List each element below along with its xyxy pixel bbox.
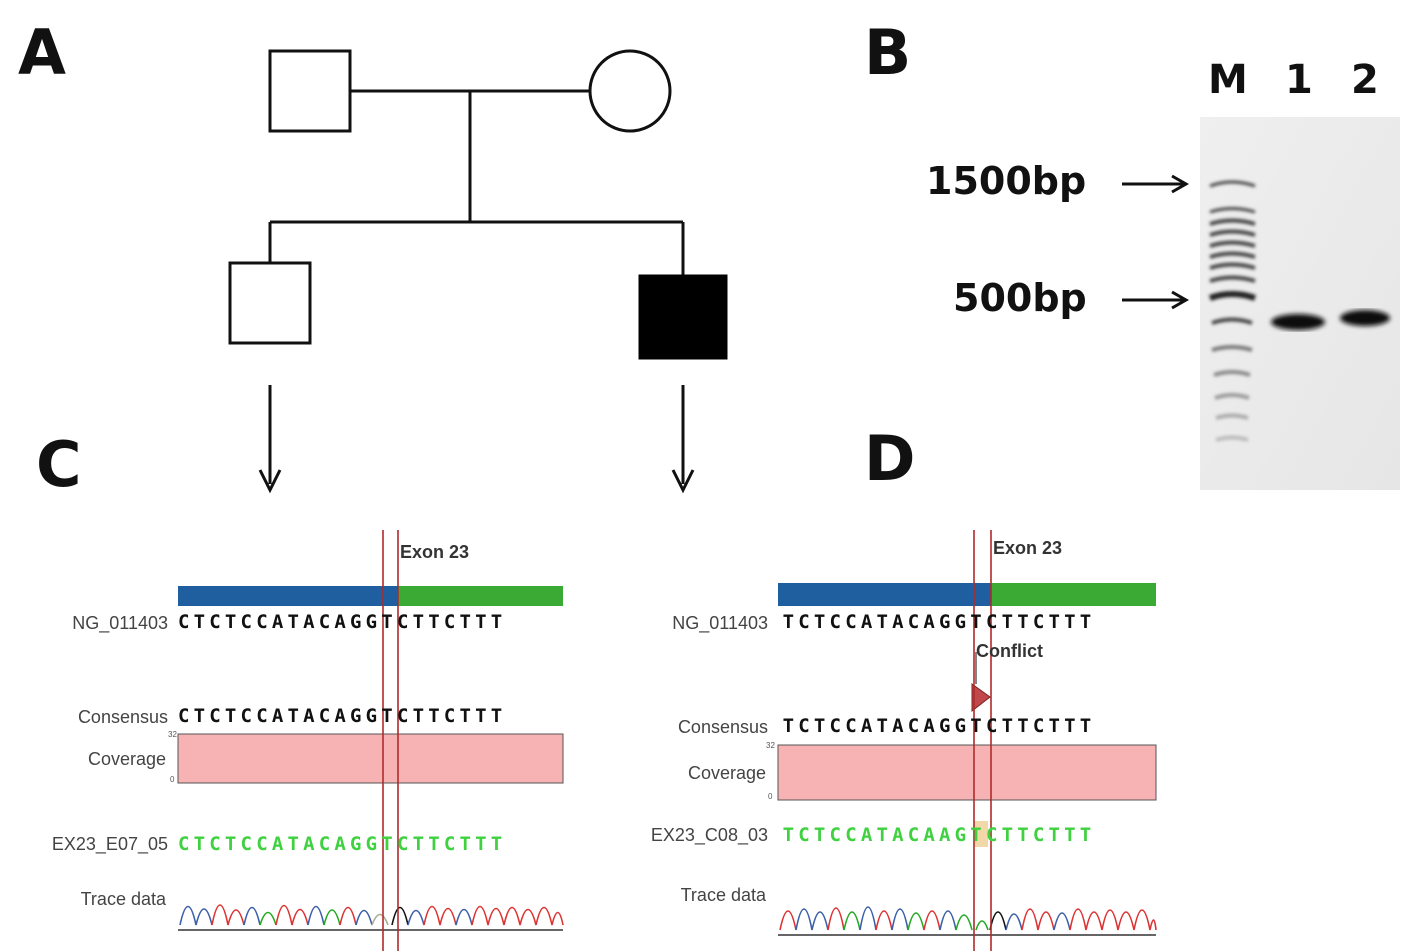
reference-sequence-d: CTCTCCATACAGGTCTTCTTT (778, 611, 1096, 633)
read-sequence-d-clip: CTCTCCATACAAGTCTTCTTT (778, 815, 1156, 855)
exon-label-d: Exon 23 (993, 538, 1063, 558)
panel-label-c: C (36, 428, 82, 501)
arrowhead-d (671, 469, 695, 494)
panel-label-b: B (864, 16, 912, 89)
intron-bar-d (778, 583, 991, 606)
reference-sequence-c: CTCTCCATACAGGTCTTCTTT (178, 611, 507, 633)
father-symbol (268, 49, 352, 133)
intron-bar-c (178, 586, 398, 606)
consensus-sequence-d-clip: CTCTCCATACAGGTCTTCTTT (778, 705, 1156, 745)
trace-label-d: Trace data (680, 885, 766, 905)
trace-d (778, 906, 1157, 936)
consensus-label-c: Consensus (77, 707, 168, 727)
cursor-lines-c (382, 530, 399, 951)
lane-1-band (1271, 314, 1325, 330)
exon-label-c: Exon 23 (400, 542, 470, 562)
marker-ladder (1208, 180, 1256, 442)
exon-bar-d (991, 583, 1156, 606)
conflict-highlight-d (974, 821, 988, 847)
lane-2-band (1340, 310, 1390, 326)
trace-c (178, 904, 564, 931)
lane-label-marker: M (1208, 57, 1248, 103)
coverage-min-c: 0 (170, 775, 175, 784)
arrowhead-c (258, 469, 282, 494)
unaffected-son-symbol (228, 261, 312, 345)
lane-label-1: 1 (1285, 57, 1313, 103)
read-sequence-c: CTCTCCATACAGGTCTTCTTT (178, 833, 507, 855)
conflict-marker (971, 683, 991, 713)
coverage-label-c: Coverage (87, 749, 166, 769)
coverage-max-d: 32 (766, 741, 775, 750)
consensus-sequence-d: CTCTCCATACAGGTCTTCTTT (778, 715, 1096, 737)
trace-label-c: Trace data (80, 889, 166, 909)
exon-bar-c (398, 586, 563, 606)
conflict-label: Conflict (976, 641, 1043, 661)
coverage-label-d: Coverage (687, 763, 766, 783)
gel-image (1200, 117, 1400, 490)
coverage-area-d (777, 744, 1157, 801)
reference-sequence-d-clip: CTCTCCATACAGGTCTTCTTT (778, 600, 1156, 640)
coverage-area-c (177, 733, 564, 784)
read-label-d: EX23_C08_03 (650, 825, 768, 845)
cursor-lines-d (973, 530, 992, 951)
panel-label-d: D (864, 422, 916, 495)
affected-son-symbol (638, 274, 728, 360)
read-sequence-d: CTCTCCATACAAGTCTTCTTT (778, 824, 1096, 846)
mother-symbol (588, 49, 672, 133)
lane-label-2: 2 (1351, 57, 1379, 103)
consensus-label-d: Consensus (677, 717, 768, 737)
size-label-1500bp: 1500bp (926, 159, 1087, 203)
consensus-sequence-c: CTCTCCATACAGGTCTTCTTT (178, 705, 507, 727)
coverage-max-c: 32 (168, 730, 177, 739)
coverage-min-d: 0 (768, 792, 773, 801)
read-label-c: EX23_E07_05 (51, 834, 168, 854)
reference-label-d: NG_011403 (672, 613, 768, 633)
panel-label-a: A (18, 16, 66, 89)
size-label-500bp: 500bp (953, 276, 1087, 320)
reference-label-c: NG_011403 (72, 613, 168, 633)
